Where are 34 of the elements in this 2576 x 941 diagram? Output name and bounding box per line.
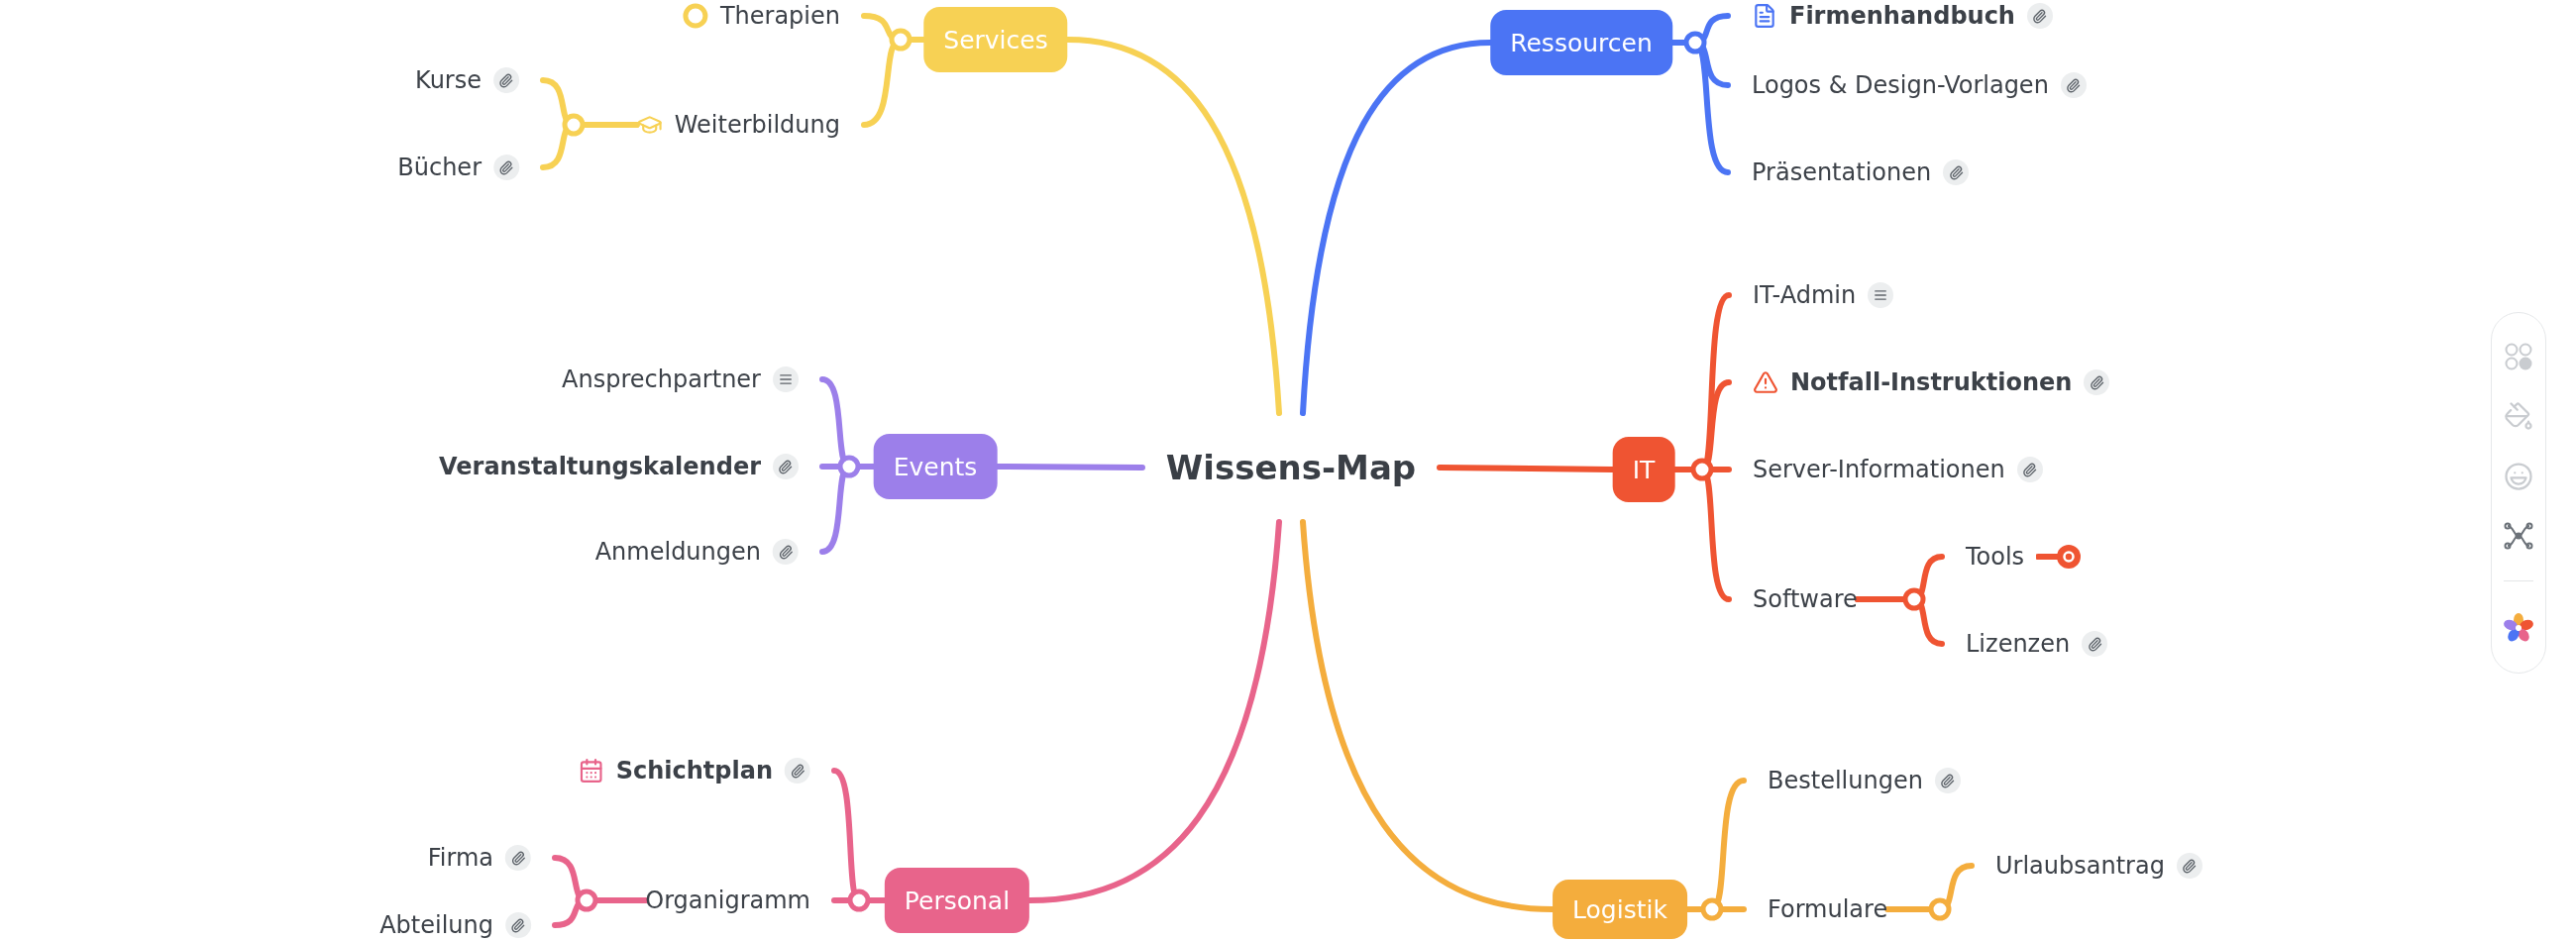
topic-label: Schichtplan	[615, 757, 773, 784]
topic-label: Firma	[427, 844, 493, 872]
topic-label: Urlaubsantrag	[1995, 852, 2165, 880]
topic-label: Firmenhandbuch	[1789, 2, 2015, 30]
topic-label: Therapien	[719, 2, 840, 30]
branch-topic-box: Logistik	[1553, 880, 1687, 939]
branch-topic-box: Ressourcen	[1490, 10, 1672, 75]
topic-label: Abteilung	[379, 911, 493, 939]
branch-topic-box: Events	[873, 434, 998, 499]
topic-label: Weiterbildung	[674, 111, 840, 139]
topic-label: Software	[1753, 585, 1858, 613]
topic-label: Kurse	[415, 66, 482, 94]
central-topic: Wissens-Map	[1165, 448, 1417, 487]
connector-line	[540, 122, 640, 170]
connector-line	[1026, 519, 1282, 903]
connector-line	[1854, 596, 1945, 647]
connector-line	[552, 897, 649, 928]
branch-topic-box: Personal	[884, 868, 1030, 933]
topic-label: Formulare	[1768, 895, 1888, 923]
topic-label: Tools	[1966, 543, 2025, 571]
topic-label: Logos & Design-Vorlagen	[1752, 71, 2049, 99]
topic-label: Bestellungen	[1768, 767, 1923, 794]
branch-topic-box: Services	[923, 7, 1068, 72]
branch-topic-box: IT	[1612, 437, 1675, 502]
topic-label: Präsentationen	[1752, 158, 1932, 186]
topic-label: Anmeldungen	[594, 538, 761, 566]
topic-label: Notfall-Instruktionen	[1790, 368, 2073, 396]
topic-label: Lizenzen	[1966, 630, 2071, 658]
topic-label: Server-Informationen	[1753, 456, 2005, 483]
topic-label: Veranstaltungskalender	[439, 453, 761, 480]
topic-label: Bücher	[397, 154, 482, 181]
topic-label: Ansprechpartner	[562, 366, 761, 393]
topic-label: IT-Admin	[1753, 281, 1857, 309]
topic-label: Organigramm	[645, 887, 810, 914]
